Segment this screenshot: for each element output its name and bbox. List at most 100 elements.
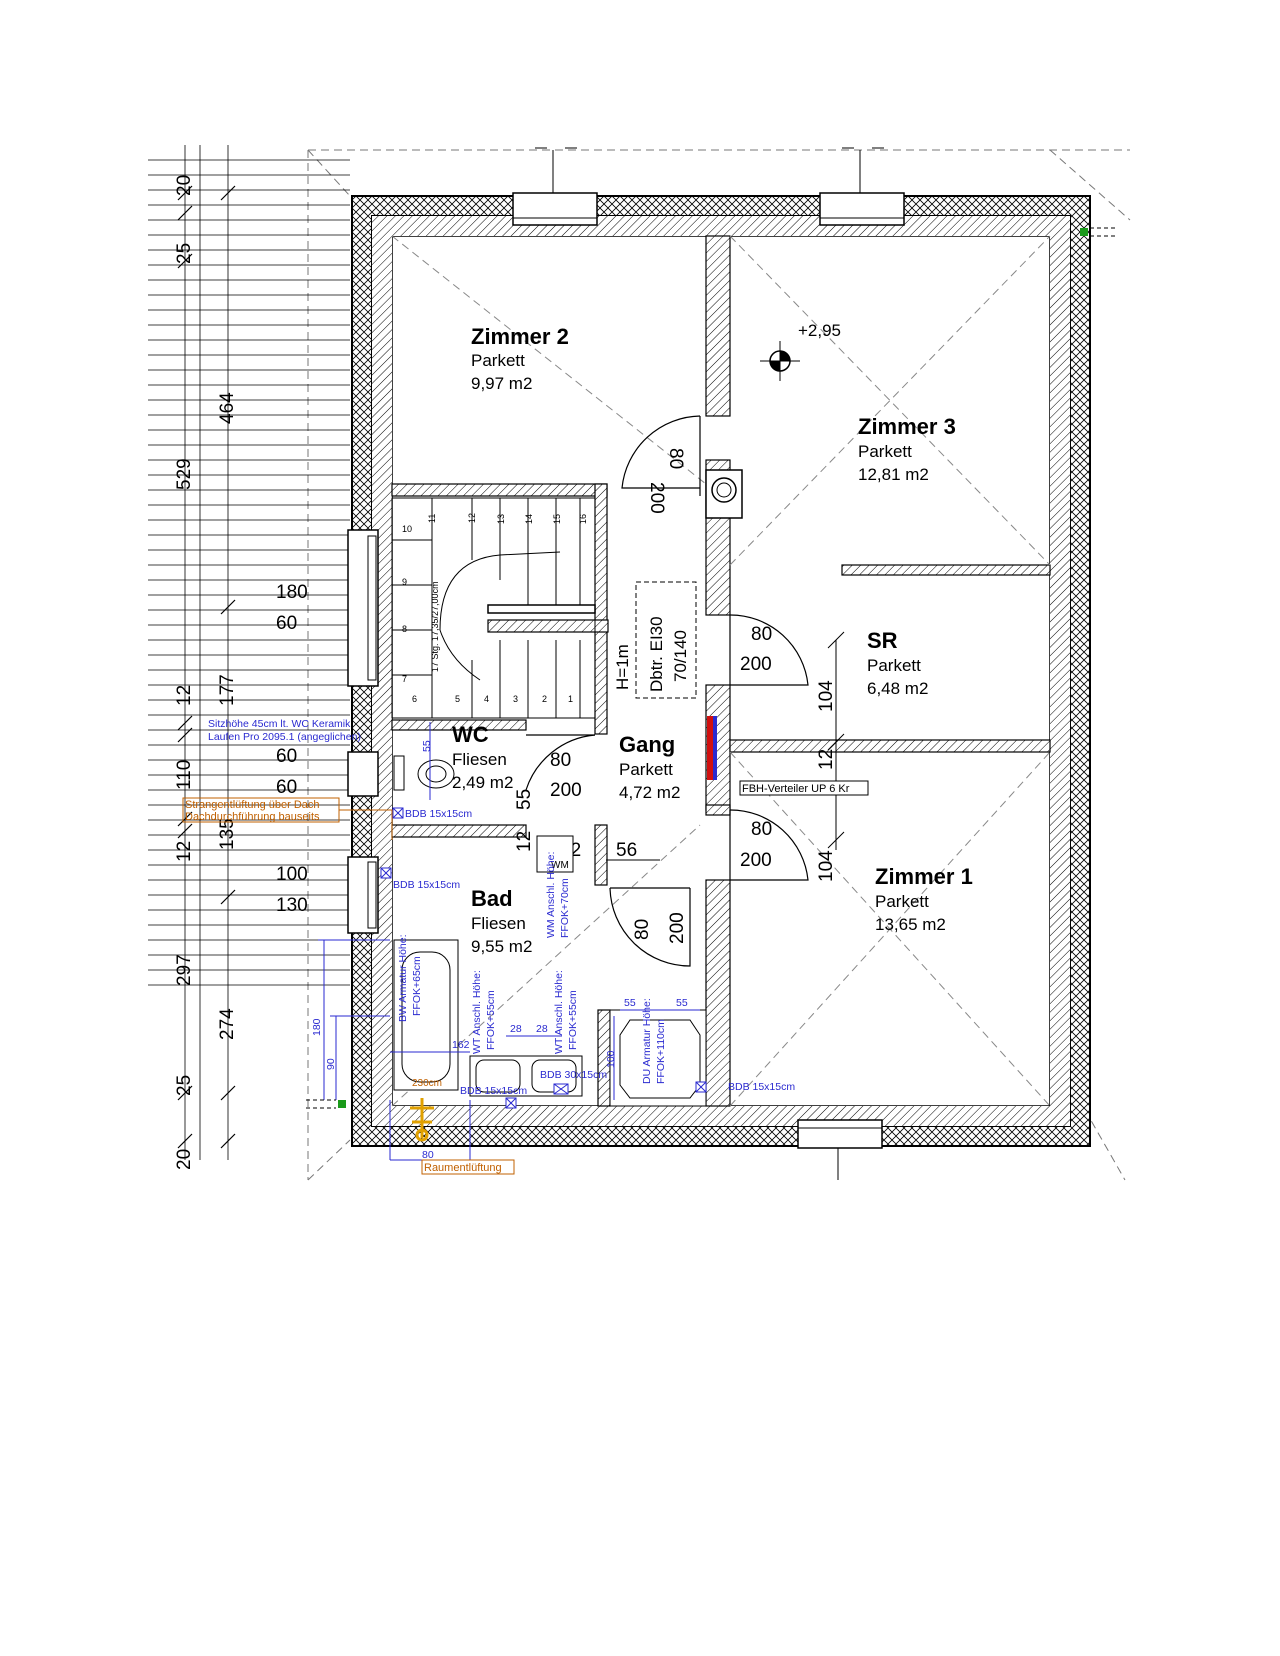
vent-note-1: Strangentlüftung über Dach [185, 799, 320, 811]
railing-height: H=1m [613, 644, 632, 690]
chimney [705, 469, 743, 519]
level-marker-icon [760, 341, 800, 381]
svg-text:Fliesen: Fliesen [471, 914, 526, 933]
fbh-note: FBH-Verteiler UP 6 Kr [742, 783, 850, 795]
svg-text:20: 20 [174, 1149, 195, 1170]
svg-text:90: 90 [325, 1058, 337, 1070]
svg-text:80: 80 [550, 750, 571, 771]
svg-text:135: 135 [217, 818, 238, 850]
doors [525, 415, 809, 967]
svg-text:10: 10 [402, 524, 412, 534]
wm-note-2: FFOK+70cm [559, 878, 571, 938]
svg-text:Gang: Gang [619, 732, 675, 757]
svg-text:80: 80 [665, 448, 686, 469]
svg-text:200: 200 [667, 912, 688, 944]
wt-note-4: FFOK+55cm [567, 990, 579, 1050]
svg-text:200: 200 [646, 482, 667, 514]
wm-note-1: WM Anschl. Höhe: [545, 852, 557, 938]
room-zimmer1: Zimmer 1 Parkett 13,65 m2 [875, 864, 973, 934]
window-axis-lines [535, 147, 884, 1180]
bw-note-1: BW Armatur Höhe: [397, 934, 409, 1022]
svg-text:Fliesen: Fliesen [452, 750, 507, 769]
svg-text:12: 12 [174, 685, 195, 706]
svg-text:529: 529 [174, 458, 195, 490]
svg-text:9,55 m2: 9,55 m2 [471, 937, 532, 956]
svg-text:7: 7 [402, 674, 407, 684]
vent-icon [410, 1098, 434, 1142]
reference-lines [148, 145, 350, 1160]
svg-text:55: 55 [514, 789, 535, 810]
svg-text:25: 25 [174, 243, 195, 264]
svg-text:4: 4 [484, 694, 489, 704]
svg-text:3: 3 [513, 694, 518, 704]
svg-text:14: 14 [524, 514, 534, 524]
svg-text:464: 464 [217, 392, 238, 424]
svg-text:Parkett: Parkett [867, 656, 921, 675]
svg-text:4,72 m2: 4,72 m2 [619, 783, 680, 802]
svg-text:20: 20 [174, 175, 195, 196]
svg-text:104: 104 [816, 850, 837, 882]
bdb-note-3: BDB 15x15cm [460, 1085, 527, 1097]
du-note-1: DU Armatur Höhe: [641, 998, 653, 1084]
bdb-boxes [380, 807, 707, 1109]
svg-text:55: 55 [421, 740, 433, 752]
dim-ticks [177, 185, 236, 1149]
stair-note: 17 Stg. 17,35/27,00cm [430, 581, 440, 672]
wc-toilet-icon [393, 755, 455, 791]
attic-hatch: Dbtr. EI30 70/140 [635, 581, 697, 699]
svg-text:100: 100 [276, 864, 308, 885]
roof-outline [307, 149, 1131, 1181]
svg-text:60: 60 [276, 777, 297, 798]
svg-text:80: 80 [422, 1149, 434, 1161]
svg-text:200: 200 [740, 850, 772, 871]
svg-text:12: 12 [174, 841, 195, 862]
svg-text:180: 180 [311, 1018, 323, 1036]
svg-text:15: 15 [552, 514, 562, 524]
bdb-note-5: BDB 15x15cm [728, 1081, 795, 1093]
svg-text:6: 6 [412, 694, 417, 704]
svg-text:60: 60 [276, 613, 297, 634]
blue-dims [318, 722, 700, 1161]
svg-text:13: 13 [496, 514, 506, 524]
staircase [391, 497, 596, 719]
svg-text:162: 162 [452, 1039, 470, 1051]
room-gang: Gang Parkett 4,72 m2 [619, 732, 680, 802]
svg-text:16: 16 [578, 514, 588, 524]
fbh-distributor [707, 716, 713, 780]
svg-text:WC: WC [452, 722, 489, 747]
room-wc: WC Fliesen 2,49 m2 [452, 722, 513, 792]
svg-text:Parkett: Parkett [471, 351, 525, 370]
svg-text:9,97 m2: 9,97 m2 [471, 374, 532, 393]
windows [347, 192, 905, 1149]
left-dims: 20 25 464 529 180 60 12 177 60 110 60 13… [174, 175, 308, 1170]
blue-dim-labels: 180 90 162 28 28 55 55 100 80 55 [311, 740, 688, 1161]
svg-text:25: 25 [174, 1075, 195, 1096]
bdb-note-2: BDB 15x15cm [393, 879, 460, 891]
svg-text:104: 104 [816, 680, 837, 712]
svg-text:28: 28 [536, 1023, 548, 1035]
svg-text:274: 274 [217, 1008, 238, 1040]
room-bad: Bad Fliesen 9,55 m2 [471, 886, 532, 956]
du-note-2: FFOK+110cm [655, 1019, 667, 1084]
svg-text:Zimmer 1: Zimmer 1 [875, 864, 973, 889]
vent-note-3: Raumentlüftung [424, 1162, 502, 1174]
svg-text:8: 8 [402, 624, 407, 634]
svg-text:55: 55 [624, 997, 636, 1009]
bdb-note-1: BDB 15x15cm [405, 808, 472, 820]
connector-icons [306, 227, 1118, 1109]
svg-text:Dbtr. EI30: Dbtr. EI30 [647, 616, 666, 692]
svg-text:12: 12 [514, 831, 535, 852]
svg-text:12: 12 [816, 749, 837, 770]
wt-note-3: WT Anschl. Höhe: [553, 970, 565, 1054]
svg-text:80: 80 [632, 919, 653, 940]
level-mark: +2,95 [798, 321, 841, 340]
svg-text:28: 28 [510, 1023, 522, 1035]
svg-text:Zimmer 2: Zimmer 2 [471, 324, 569, 349]
svg-text:110: 110 [174, 760, 195, 790]
svg-text:177: 177 [217, 674, 238, 706]
svg-text:1: 1 [568, 694, 573, 704]
svg-text:5: 5 [455, 694, 460, 704]
room-zimmer3: Zimmer 3 Parkett 12,81 m2 [858, 414, 956, 484]
bdb-note-4: BDB 30x15cm [540, 1069, 607, 1081]
